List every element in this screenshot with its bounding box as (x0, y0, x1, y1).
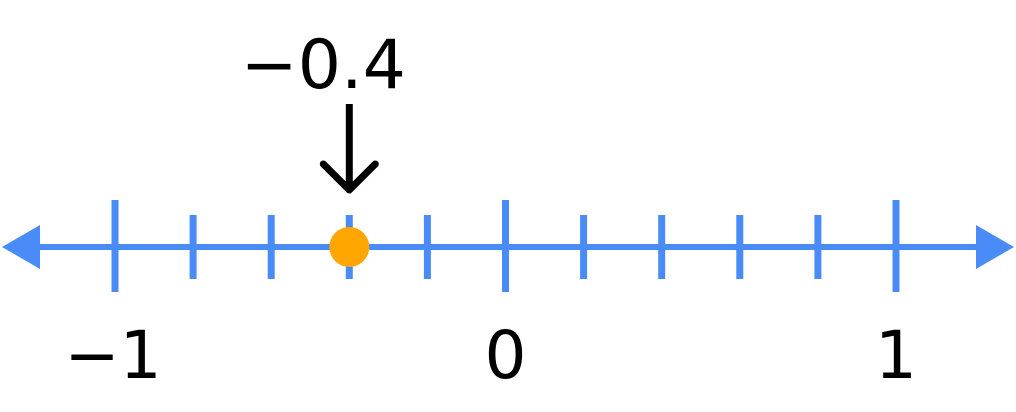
tick-label: 1 (875, 317, 917, 394)
tick-label-group: −1 0 1 (64, 317, 917, 394)
left-arrow-icon (2, 225, 40, 269)
plotted-point (329, 227, 370, 267)
tick-group (111, 200, 900, 292)
right-arrow-icon (976, 225, 1014, 269)
tick-label: 0 (485, 317, 527, 394)
down-arrow-icon (319, 104, 379, 194)
point-label: −0.4 (241, 26, 406, 105)
tick-label: −1 (64, 317, 161, 394)
down-arrow-head (319, 160, 379, 194)
